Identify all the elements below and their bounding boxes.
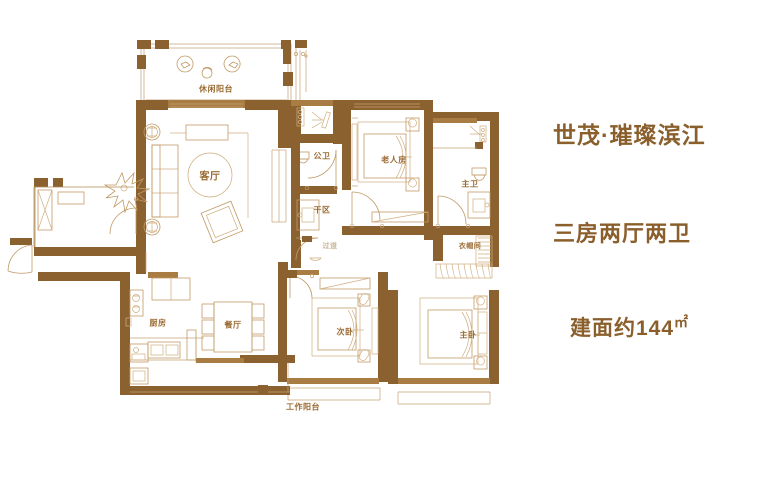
public-bathroom-structure (271, 100, 342, 240)
room-label-second-bedroom: 次卧 (336, 327, 354, 337)
project-name: 世茂·璀璨滨江 (553, 122, 706, 148)
area-value: 建面约144 (570, 317, 675, 340)
room-label-walk-in-closet: 衣帽间 (458, 243, 482, 250)
room-label-corridor: 过道 (322, 243, 338, 250)
room-label-living-room: 客厅 (199, 171, 221, 183)
room-label-leisure-balcony: 休闲阳台 (199, 84, 233, 94)
kitchen-structure (38, 272, 230, 386)
master-bathroom-structure (433, 112, 499, 235)
misc-walls (136, 232, 434, 363)
info-panel: 世茂·璀璨滨江 三房两厅两卫 建面约144㎡ (548, 108, 758, 358)
room-label-work-balcony: 工作阳台 (286, 402, 320, 412)
work-balcony-structure (120, 343, 295, 395)
room-label-dry-area: 干区 (313, 205, 331, 215)
dining-room-structure (201, 301, 265, 353)
room-label-public-bathroom: 公卫 (313, 151, 331, 161)
room-label-kitchen: 厨房 (149, 318, 167, 328)
area-unit: ㎡ (674, 314, 690, 330)
room-label-elderly-room: 老人房 (381, 155, 407, 165)
master-bedroom-structure (388, 290, 499, 405)
entrance-foyer (7, 178, 144, 274)
entry-plant (103, 171, 151, 214)
living-room-structure (103, 100, 291, 252)
room-label-master-bathroom: 主卫 (461, 179, 479, 189)
elderly-room-structure (342, 100, 434, 235)
floor-plan-drawing: .w { fill:#8b6130; } /* structural thick… (7, 40, 499, 405)
corridor-structure (291, 236, 322, 268)
toilet-master (471, 167, 487, 181)
area-summary: 建面约144㎡ (570, 312, 689, 342)
room-label-dining-room: 餐厅 (224, 320, 242, 330)
second-bedroom-structure (278, 270, 388, 401)
room-label-master-bedroom: 主卧 (459, 330, 477, 340)
layout-summary: 三房两厅两卫 (553, 221, 692, 246)
walk-in-closet-structure (433, 235, 499, 279)
